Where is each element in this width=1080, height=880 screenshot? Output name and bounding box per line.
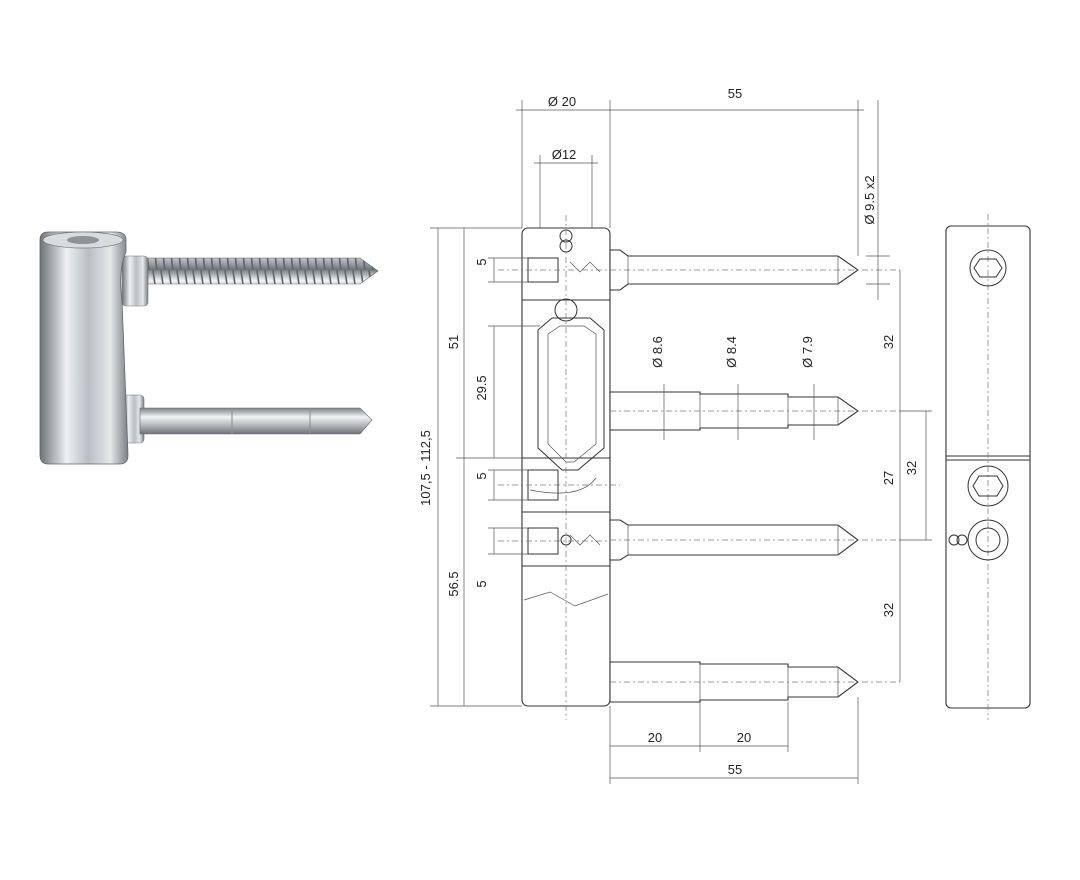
label-left-5-c: 5 xyxy=(474,580,489,587)
front-view xyxy=(945,214,1031,720)
label-bottom-20-b: 20 xyxy=(737,730,751,745)
dimension-labels: Ø 20 55 Ø12 Ø 9.5 x2 5 51 29.5 5 107,5 -… xyxy=(418,86,919,777)
label-left-51: 51 xyxy=(446,335,461,349)
label-dia-12: Ø12 xyxy=(552,147,577,162)
label-right-32-b: 32 xyxy=(881,603,896,617)
side-view xyxy=(498,215,900,720)
label-left-5-a: 5 xyxy=(474,258,489,265)
label-bottom-55: 55 xyxy=(728,762,742,777)
label-left-range: 107,5 - 112,5 xyxy=(418,430,433,506)
label-top-55: 55 xyxy=(728,86,742,101)
label-right-27: 27 xyxy=(881,471,896,485)
label-dia-79: Ø 7.9 xyxy=(800,336,815,368)
label-left-295: 29.5 xyxy=(474,375,489,400)
label-dia-86: Ø 8.6 xyxy=(650,336,665,368)
dimension-lines xyxy=(430,100,932,784)
label-bottom-20-a: 20 xyxy=(648,730,662,745)
label-right-32-a: 32 xyxy=(881,335,896,349)
label-dia-20: Ø 20 xyxy=(548,94,576,109)
label-dia-84: Ø 8.4 xyxy=(724,336,739,368)
hinge-photo xyxy=(39,231,379,465)
label-dia-95-x2: Ø 9.5 x2 xyxy=(862,175,877,224)
label-left-5-b: 5 xyxy=(474,472,489,479)
label-left-565: 56.5 xyxy=(446,571,461,596)
label-far-right-32: 32 xyxy=(904,461,919,475)
